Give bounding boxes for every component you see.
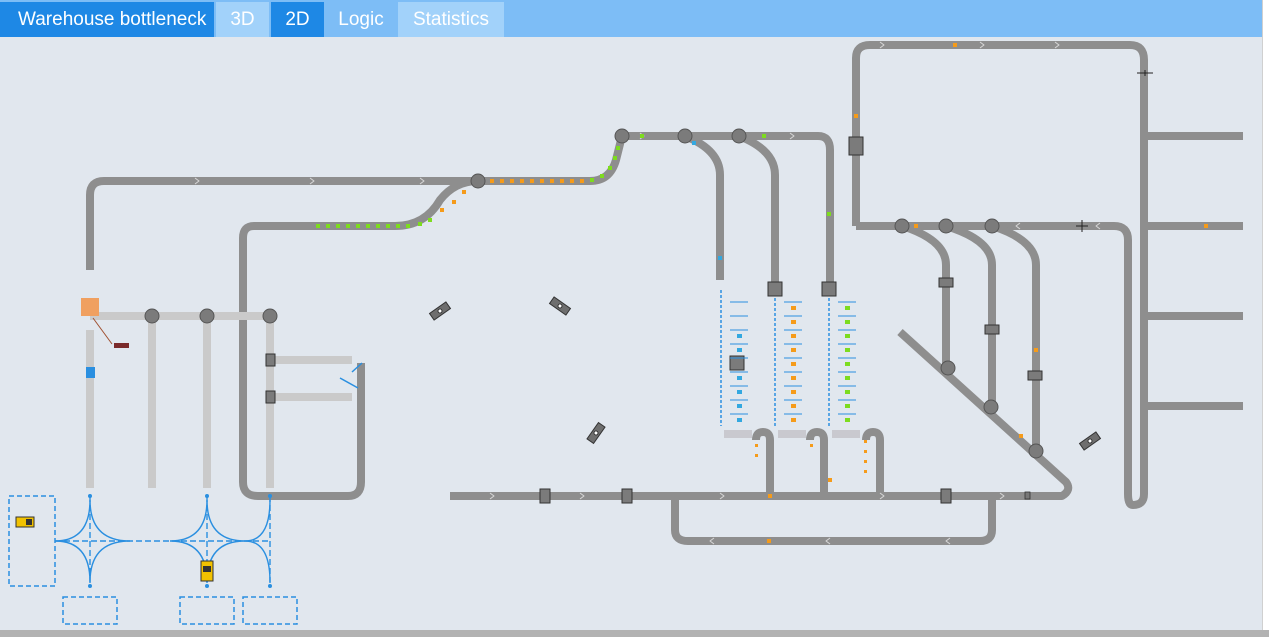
robot-arm-icon[interactable] [586,421,606,445]
conveyor-bottom-main[interactable] [450,329,1073,500]
station-icon[interactable] [265,353,276,367]
pallet-racks[interactable] [720,290,860,438]
misc-equipment [81,70,1153,500]
turntable-icon[interactable] [938,218,954,234]
turntable-icon[interactable] [731,128,747,144]
agv-path-network[interactable] [8,494,298,625]
main-conveyor-network[interactable] [86,41,1243,545]
transporters[interactable] [15,516,214,582]
turntable-icon[interactable] [940,360,956,376]
vertical-scrollbar[interactable] [1262,0,1269,630]
simulation-2d-canvas[interactable] [0,37,1262,630]
conveyor-inbound-lanes[interactable] [86,316,274,488]
turntable-icon[interactable] [983,399,999,415]
conveyor-branch-1[interactable] [683,132,724,280]
station-icon[interactable] [821,281,837,297]
conveyor-left-loop[interactable] [239,177,479,500]
station-icon[interactable] [767,281,783,297]
station-icon[interactable] [938,277,954,288]
turntable-icon[interactable] [262,308,278,324]
station-icon[interactable] [539,488,551,504]
conveyor-right-branch-3[interactable] [990,222,1040,452]
stations[interactable] [265,136,1043,504]
station-icon[interactable] [984,324,1000,335]
station-icon[interactable] [621,488,633,504]
conveyor-right-loop[interactable] [852,41,1148,509]
top-tab-bar: Warehouse bottleneck 3D 2D Logic Statist… [0,0,1262,37]
conveyor-direction-marks [194,41,1101,545]
turntable-icon[interactable] [614,128,630,144]
conveyor-branch-2[interactable] [737,132,779,290]
conveyor-return-loop[interactable] [671,496,996,545]
tab-2d[interactable]: 2D [271,2,324,37]
turntables[interactable] [144,128,1044,459]
turntable-icon[interactable] [144,308,160,324]
source-block[interactable] [81,298,99,316]
barrier-block [114,343,129,348]
inbound-conveyors[interactable] [86,312,352,488]
conveyor-upper-left[interactable] [86,177,478,270]
layout-drawing[interactable] [0,37,1262,630]
turntable-icon[interactable] [984,218,1000,234]
turntable-icon[interactable] [199,308,215,324]
transporter-icon[interactable] [200,560,214,582]
conveyor-right-branch-1[interactable] [900,222,950,368]
tab-3d[interactable]: 3D [216,2,269,37]
conveyor-right-branch-2[interactable] [944,222,996,408]
station-chutes[interactable] [752,428,884,496]
turntable-icon[interactable] [470,173,486,189]
sensor-block [86,367,95,378]
station-icon[interactable] [729,355,745,371]
conveyor-output-stubs[interactable] [1144,132,1243,410]
robot-arm-icon[interactable] [428,301,452,321]
app-title: Warehouse bottleneck [0,2,214,37]
robot-arms[interactable] [428,296,1102,451]
turntable-icon[interactable] [677,128,693,144]
station-icon[interactable] [1027,370,1043,381]
turntable-icon[interactable] [894,218,910,234]
robot-arm-icon[interactable] [548,296,572,316]
robot-arm-icon[interactable] [1078,431,1102,451]
conveyor-items [316,43,1208,543]
tab-logic[interactable]: Logic [326,2,396,37]
conveyor-inbound-short[interactable] [270,356,352,401]
tab-statistics[interactable]: Statistics [398,2,504,37]
agv-icon[interactable] [15,516,35,528]
turntable-icon[interactable] [1028,443,1044,459]
horizontal-scrollbar[interactable] [0,630,1269,637]
station-icon[interactable] [265,390,276,404]
station-icon[interactable] [940,488,952,504]
station-icon[interactable] [848,136,864,156]
